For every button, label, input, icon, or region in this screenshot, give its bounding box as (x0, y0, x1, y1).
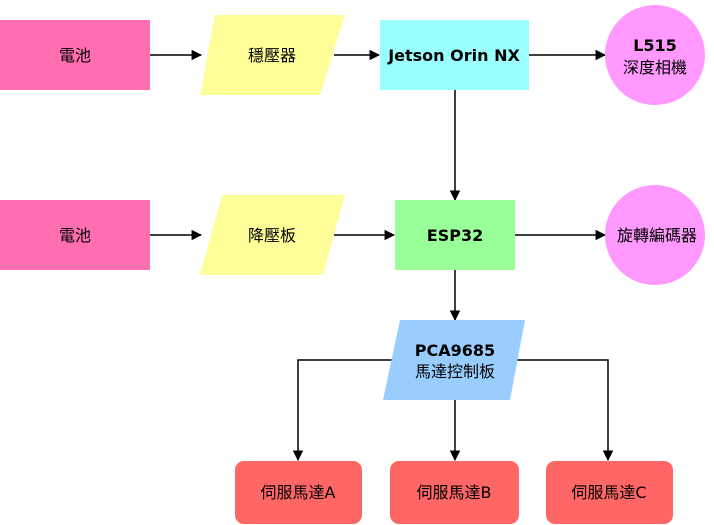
servo-a-label: 伺服馬達A (261, 483, 336, 502)
regulator-label: 穩壓器 (248, 46, 296, 65)
node-servo-b: 伺服馬達B (390, 461, 519, 524)
node-camera: L515 深度相機 (605, 5, 705, 105)
node-battery-1: 電池 (0, 20, 150, 90)
edge-pca-servo-c (516, 359, 614, 462)
battery-1-box (0, 20, 150, 90)
battery-2-label: 電池 (59, 226, 91, 245)
encoder-circle (605, 185, 705, 285)
node-servo-a: 伺服馬達A (235, 461, 362, 524)
edge-pca-servo-a (292, 359, 393, 462)
regulator-shape (200, 15, 345, 95)
esp32-label: ESP32 (427, 226, 483, 245)
camera-circle (605, 5, 705, 105)
camera-label-line1: L515 (633, 36, 677, 55)
esp32-box (395, 200, 515, 270)
pca9685-label-line2: 馬達控制板 (415, 362, 495, 381)
buck-board-label: 降壓板 (248, 226, 296, 245)
pca9685-shape (383, 320, 525, 400)
camera-label-line2: 深度相機 (623, 58, 687, 77)
servo-c-box (546, 461, 673, 524)
node-jetson: Jetson Orin NX (380, 20, 529, 90)
battery-2-box (0, 200, 150, 270)
node-servo-c: 伺服馬達C (546, 461, 673, 524)
servo-a-box (235, 461, 362, 524)
node-buck-board: 降壓板 (200, 195, 345, 275)
node-pca9685: PCA9685 馬達控制板 (383, 320, 525, 400)
servo-c-label: 伺服馬達C (571, 483, 646, 502)
node-esp32: ESP32 (395, 200, 515, 270)
node-encoder: 旋轉編碼器 (605, 185, 705, 285)
servo-b-label: 伺服馬達B (417, 483, 492, 502)
node-regulator: 穩壓器 (200, 15, 345, 95)
pca9685-label-line1: PCA9685 (415, 341, 495, 360)
jetson-box (380, 20, 529, 90)
servo-b-box (390, 461, 519, 524)
buck-board-shape (200, 195, 345, 275)
battery-1-label: 電池 (59, 46, 91, 65)
jetson-label: Jetson Orin NX (387, 46, 520, 65)
node-battery-2: 電池 (0, 200, 150, 270)
encoder-label: 旋轉編碼器 (617, 226, 697, 245)
